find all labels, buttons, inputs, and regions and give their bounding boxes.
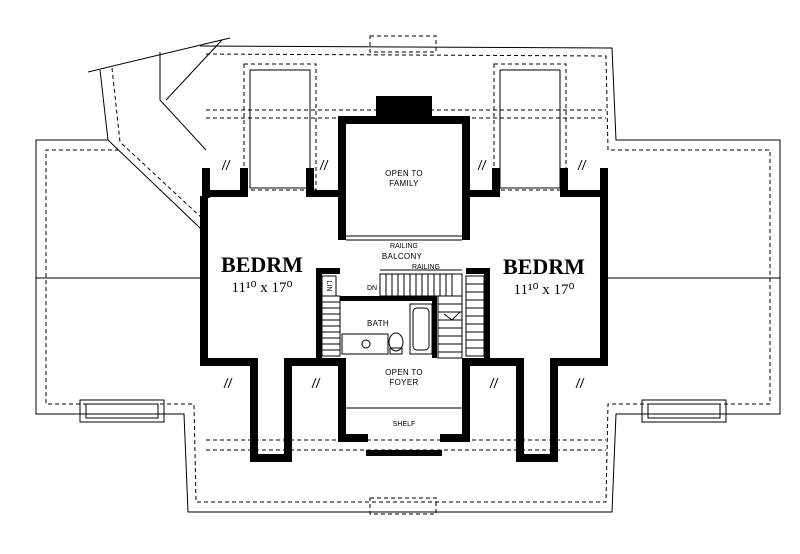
window-marks bbox=[221, 159, 587, 389]
open-to-family-label-line1: OPEN TO bbox=[385, 169, 423, 178]
bath-label: BATH bbox=[367, 319, 389, 328]
right-bedroom-name: BEDRM bbox=[503, 254, 585, 279]
shelf-label: SHELF bbox=[393, 421, 416, 428]
railing-label-top: RAILING bbox=[390, 243, 418, 250]
linen-closet-label: LIN bbox=[325, 281, 332, 292]
right-bedroom-dimensions: 11¹⁰ x 17⁰ bbox=[514, 282, 575, 298]
walls bbox=[200, 116, 608, 462]
open-to-foyer-label-line1: OPEN TO bbox=[385, 368, 423, 377]
closets bbox=[321, 275, 485, 357]
railing-label-stair: RAILING bbox=[412, 264, 440, 271]
bath-fixtures bbox=[341, 303, 433, 355]
chimney bbox=[376, 96, 432, 118]
stairs bbox=[379, 269, 463, 359]
left-bedroom-dimensions: 11¹⁰ x 17⁰ bbox=[232, 280, 293, 296]
stair-down-label: DN bbox=[367, 285, 377, 292]
open-to-family-label-line2: FAMILY bbox=[389, 179, 419, 188]
balcony-railing bbox=[346, 235, 462, 241]
left-bedroom-name: BEDRM bbox=[221, 252, 303, 277]
open-to-foyer-label-line2: FOYER bbox=[389, 378, 418, 387]
balcony-label: BALCONY bbox=[382, 252, 423, 261]
